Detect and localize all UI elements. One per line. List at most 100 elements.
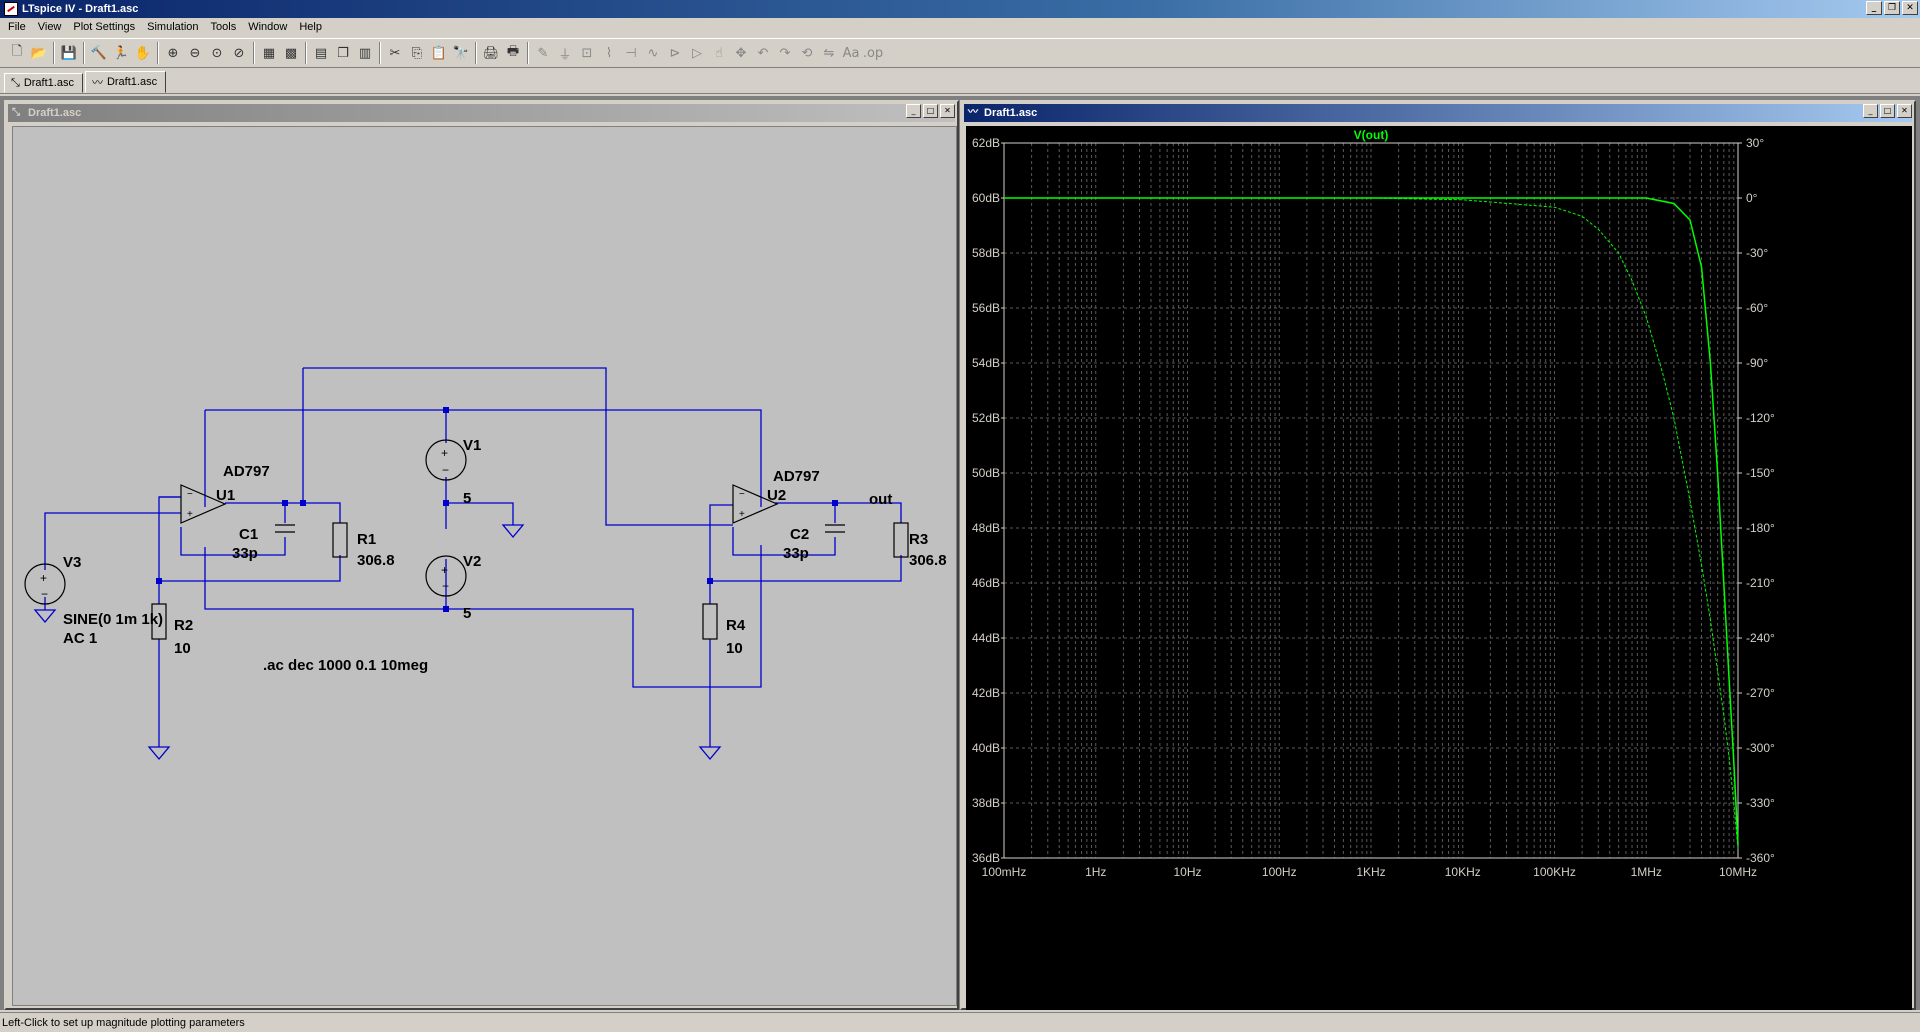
minimize-button[interactable]: _: [1866, 1, 1882, 15]
ground-icon[interactable]: ⏚: [558, 47, 572, 63]
c1-name-label: C1: [239, 526, 258, 543]
grid-icon[interactable]: ▩: [284, 45, 298, 61]
menu-view[interactable]: View: [37, 21, 62, 33]
zoom-out-icon[interactable]: ⊖: [189, 45, 201, 61]
autorange-icon[interactable]: ▦: [262, 45, 276, 61]
tile-horizontal-icon[interactable]: ▤: [314, 45, 328, 61]
resistor-r1[interactable]: [332, 522, 348, 558]
copy-icon[interactable]: ⎘: [411, 45, 423, 61]
resistor-r3[interactable]: [893, 522, 909, 558]
halt-icon[interactable]: ✋: [134, 45, 152, 61]
minimize-button[interactable]: _: [1863, 104, 1878, 118]
schematic-window-title: Draft1.asc: [28, 107, 82, 119]
zoom-fit-icon[interactable]: ⊙: [211, 45, 223, 61]
u2-part-label: AD797: [773, 468, 820, 485]
control-panel-icon[interactable]: 🔨: [90, 45, 108, 61]
print-icon[interactable]: 🖶: [506, 44, 520, 59]
voltage-source-v1[interactable]: +−: [425, 439, 467, 481]
new-schematic-icon[interactable]: 🗋: [11, 44, 23, 59]
minimize-button[interactable]: _: [906, 104, 921, 118]
undo-icon[interactable]: ↶: [757, 45, 769, 61]
restore-button[interactable]: ❐: [1884, 1, 1900, 15]
toolbar-separator: [53, 42, 55, 64]
tab-waveform[interactable]: 〰 Draft1.asc: [84, 71, 167, 93]
phase-trace[interactable]: [1004, 197, 1739, 849]
cut-icon[interactable]: ✂: [389, 45, 401, 61]
voltage-source-v2[interactable]: +−: [425, 555, 467, 597]
tile-vertical-icon[interactable]: ▥: [358, 45, 372, 61]
zoom-cancel-icon[interactable]: ⊘: [233, 45, 245, 61]
resistor-icon[interactable]: ⌇: [605, 45, 613, 61]
save-icon[interactable]: 💾: [60, 45, 78, 61]
close-button[interactable]: ✕: [940, 104, 955, 118]
svg-text:+: +: [441, 446, 448, 460]
label-icon[interactable]: ⊡: [581, 45, 593, 61]
x-tick-label: 1Hz: [1085, 865, 1106, 879]
r3-name-label: R3: [909, 531, 928, 548]
opamp-u2[interactable]: − +: [732, 484, 779, 524]
opamp-u1[interactable]: − +: [180, 484, 227, 524]
menu-help[interactable]: Help: [299, 21, 322, 33]
menu-tools[interactable]: Tools: [210, 21, 237, 33]
move-icon[interactable]: ☝: [715, 45, 723, 61]
voltage-source-v3[interactable]: +−: [24, 563, 66, 605]
paste-icon[interactable]: 📋: [430, 45, 448, 61]
y-tick-label-right: 30°: [1746, 136, 1764, 150]
r4-value-label: 10: [726, 640, 743, 657]
capacitor-c2[interactable]: [825, 524, 845, 533]
y-tick-label-right: 0°: [1746, 191, 1758, 205]
tab-schematic[interactable]: ⤡ Draft1.asc: [4, 73, 83, 93]
wires[interactable]: [44, 367, 902, 747]
open-icon[interactable]: 📂: [30, 45, 48, 61]
close-button[interactable]: ✕: [1902, 1, 1918, 15]
drag-icon[interactable]: ✥: [735, 45, 747, 61]
v3-value1-label: SINE(0 1m 1k): [63, 611, 163, 628]
svg-text:−: −: [442, 463, 449, 477]
diode-icon[interactable]: ⊳: [669, 45, 681, 61]
schematic-canvas[interactable]: − + − +: [12, 126, 957, 1006]
component-icon[interactable]: ▷: [692, 45, 702, 61]
maximize-button[interactable]: □: [923, 104, 938, 118]
redo-icon[interactable]: ↷: [779, 45, 791, 61]
svg-text:+: +: [40, 571, 47, 585]
print-preview-icon[interactable]: 🖨: [482, 45, 500, 61]
schematic-window-titlebar[interactable]: ⤡ Draft1.asc: [8, 104, 955, 122]
trace-label-vout[interactable]: V(out): [1354, 128, 1389, 142]
run-icon[interactable]: 🏃: [112, 45, 130, 61]
menu-plot-settings[interactable]: Plot Settings: [73, 21, 136, 33]
spice-directive-icon[interactable]: .op: [862, 45, 884, 61]
close-button[interactable]: ✕: [1897, 104, 1912, 118]
resistor-r2[interactable]: [151, 603, 167, 640]
status-text: Left-Click to set up magnitude plotting …: [2, 1016, 245, 1029]
schematic-window[interactable]: ⤡ Draft1.asc _ □ ✕: [4, 100, 959, 1010]
wire-icon[interactable]: ✎: [537, 45, 549, 61]
r2-value-label: 10: [174, 640, 191, 657]
schematic-drawing[interactable]: − + − +: [13, 127, 958, 1007]
c1-value-label: 33p: [232, 545, 258, 562]
find-icon[interactable]: 🔭: [452, 45, 470, 61]
r3-value-label: 306.8: [909, 552, 947, 569]
menu-window[interactable]: Window: [248, 21, 288, 33]
resistor-r4[interactable]: [702, 603, 718, 640]
ground-symbols[interactable]: [33, 524, 722, 761]
rotate-icon[interactable]: ⟲: [801, 45, 813, 61]
y-tick-label-right: -150°: [1746, 466, 1775, 480]
svg-text:−: −: [442, 579, 449, 593]
inductor-icon[interactable]: ∿: [647, 45, 659, 61]
cascade-icon[interactable]: ❐: [337, 45, 349, 61]
zoom-in-icon[interactable]: ⊕: [167, 45, 179, 61]
menu-file[interactable]: File: [8, 21, 26, 33]
capacitor-c1[interactable]: [275, 524, 295, 533]
schematic-tab-icon: ⤡: [11, 76, 20, 89]
v3-name-label: V3: [63, 554, 81, 571]
text-icon[interactable]: Aa: [842, 45, 860, 61]
menu-simulation[interactable]: Simulation: [147, 21, 199, 33]
mirror-icon[interactable]: ⇋: [823, 45, 835, 61]
x-tick-label: 10Hz: [1173, 865, 1201, 879]
maximize-button[interactable]: □: [1880, 104, 1895, 118]
capacitor-icon[interactable]: ⊣: [625, 45, 637, 61]
waveform-window-titlebar[interactable]: 〰 Draft1.asc: [964, 104, 1912, 122]
